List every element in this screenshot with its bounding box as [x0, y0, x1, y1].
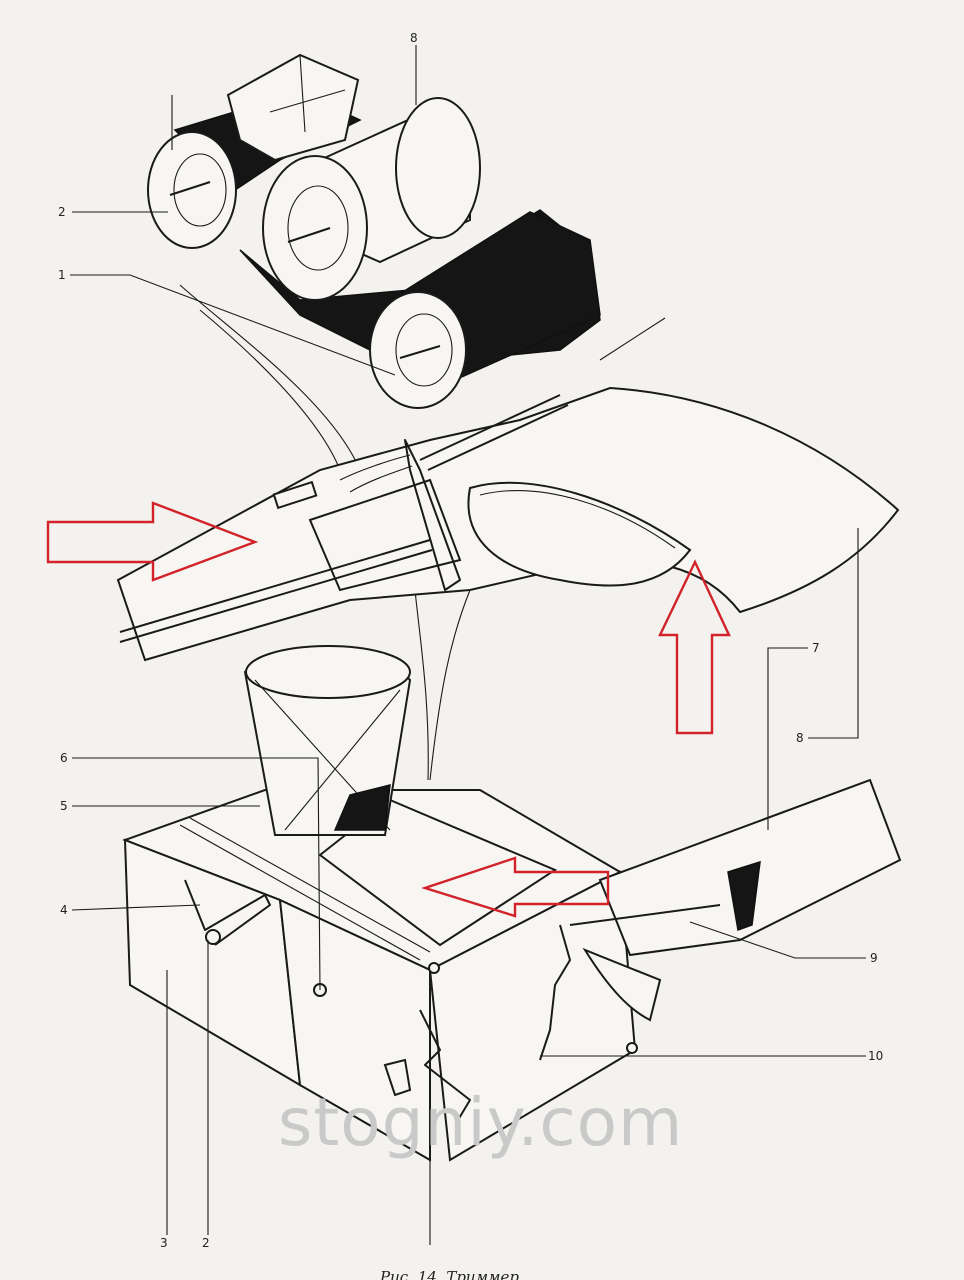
curved-cover	[116, 386, 900, 662]
arrow-up-annotation	[658, 559, 731, 735]
leader-lines	[70, 45, 866, 1245]
red-annotations	[46, 501, 731, 918]
roller-assembly	[147, 53, 601, 409]
callout-2-bottom: 2	[202, 1236, 210, 1250]
arrow-left-annotation	[421, 856, 610, 918]
watermark: stogniy.com	[278, 1084, 683, 1161]
callout-5: 5	[60, 799, 68, 813]
callout-2: 2	[58, 205, 66, 219]
callout-10: 10	[868, 1049, 883, 1063]
callout-8-top: 8	[410, 31, 418, 45]
callout-4: 4	[60, 903, 68, 917]
callout-6: 6	[60, 751, 68, 765]
figure-caption: Рис. 14. Триммер	[379, 1268, 519, 1280]
arrow-right-annotation	[46, 501, 259, 582]
callout-8: 8	[796, 731, 804, 745]
guide-lines	[179, 284, 666, 781]
callout-1: 1	[58, 268, 66, 282]
callout-7: 7	[812, 641, 820, 655]
callout-9: 9	[870, 951, 878, 965]
callout-labels: 1 2 3 4 5 6 7 8 9 10 2 8	[58, 31, 883, 1250]
callout-3: 3	[160, 1236, 168, 1250]
machine-body	[122, 645, 902, 1162]
